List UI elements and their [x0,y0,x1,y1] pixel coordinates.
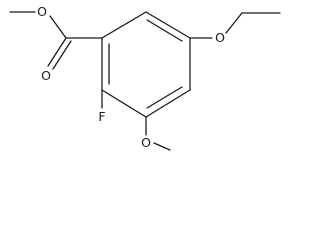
ring-bond-c3-c4 [145,89,191,118]
ester-ether-oxygen-label: O [37,4,47,19]
benzene-ring [101,11,191,118]
bond-carbonyl-double-2 [52,40,72,70]
bond-ethoxy-oxygen-to-ch2 [225,12,243,34]
ethoxy-substituent: O [189,12,281,45]
ring-double-bond-c3-c4 [146,86,183,109]
fluoro-substituent: F [98,89,106,124]
chemical-structure: O O F O O [9,4,281,151]
bond-methoxy-oxygen-to-methyl [153,142,171,151]
fluorine-label: F [98,109,105,124]
carbonyl-oxygen-label: O [41,68,51,83]
methoxy-substituent: O [141,116,171,151]
methyl-ester-group: O O [9,4,103,83]
ring-bond-c6-c1 [101,11,147,39]
ring-bond-c2-c3 [101,89,147,118]
methoxy-oxygen-label: O [141,135,151,150]
bond-carbonyl-to-ether-oxygen [49,15,67,39]
ring-bond-c5-c6 [145,11,191,39]
ring-double-bond-c5-c6 [146,19,183,42]
bond-carbonyl-double-1 [47,37,67,67]
ethoxy-oxygen-label: O [215,30,225,45]
